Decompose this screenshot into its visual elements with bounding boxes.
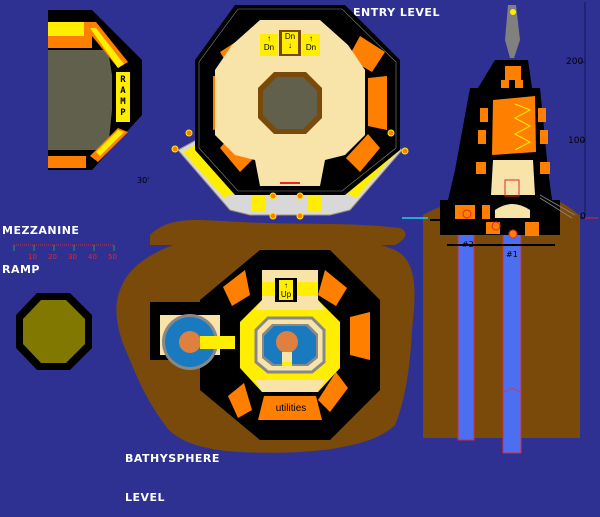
scale-tick-label: 30	[68, 253, 77, 261]
scale-bar: 10 20 30 40 50	[12, 243, 120, 267]
stair-center: Dn ↓	[282, 32, 298, 50]
ramp-letter: M	[120, 97, 126, 107]
stair-label: Dn	[305, 43, 317, 52]
elevation-tick-100: 100	[568, 136, 586, 146]
mezzanine-title-line1: MEZZANINE	[2, 224, 80, 237]
arrow-down-icon: ↓	[288, 41, 292, 50]
stair-left: ↑ Dn	[260, 34, 278, 52]
ramp-letter: P	[120, 108, 126, 118]
arrow-up-icon: ↑	[309, 34, 313, 43]
scale-tick-label: 10	[28, 253, 37, 261]
ramp-letter: A	[120, 86, 126, 96]
ramp-letter: R	[120, 75, 126, 85]
mezzanine-structure	[48, 10, 142, 170]
elevation-tick-200: 200	[566, 57, 584, 67]
mezzanine-title: MEZZANINE RAMP	[2, 198, 79, 289]
ramp-label: R A M P	[117, 75, 129, 119]
stair-right: ↑ Dn	[302, 34, 320, 52]
scale-tick-label: 20	[48, 253, 57, 261]
arrow-up-icon: ↑	[284, 281, 288, 290]
stair-up: ↑ Up	[279, 281, 293, 299]
entry-level-title: ENTRY LEVEL	[353, 6, 440, 19]
shaft-2-label: #2	[462, 240, 474, 249]
shaft-1-label: #1	[506, 250, 518, 259]
arrow-up-icon: ↑	[267, 34, 271, 43]
mezzanine-title-line2: RAMP	[2, 263, 40, 276]
angle-label: 30'	[137, 176, 150, 185]
utilities-room-label: utilities	[275, 403, 307, 414]
bathysphere-title-line2: LEVEL	[125, 491, 166, 504]
mezzanine-ramp-plan	[48, 10, 142, 170]
stair-label: Up	[280, 290, 292, 299]
stair-label: Dn	[263, 43, 275, 52]
elevation-tick-0: 0	[580, 212, 586, 222]
stair-label: Dn	[284, 32, 296, 41]
scale-tick-label: 40	[88, 253, 97, 261]
scale-tick-label: 50	[108, 253, 117, 261]
